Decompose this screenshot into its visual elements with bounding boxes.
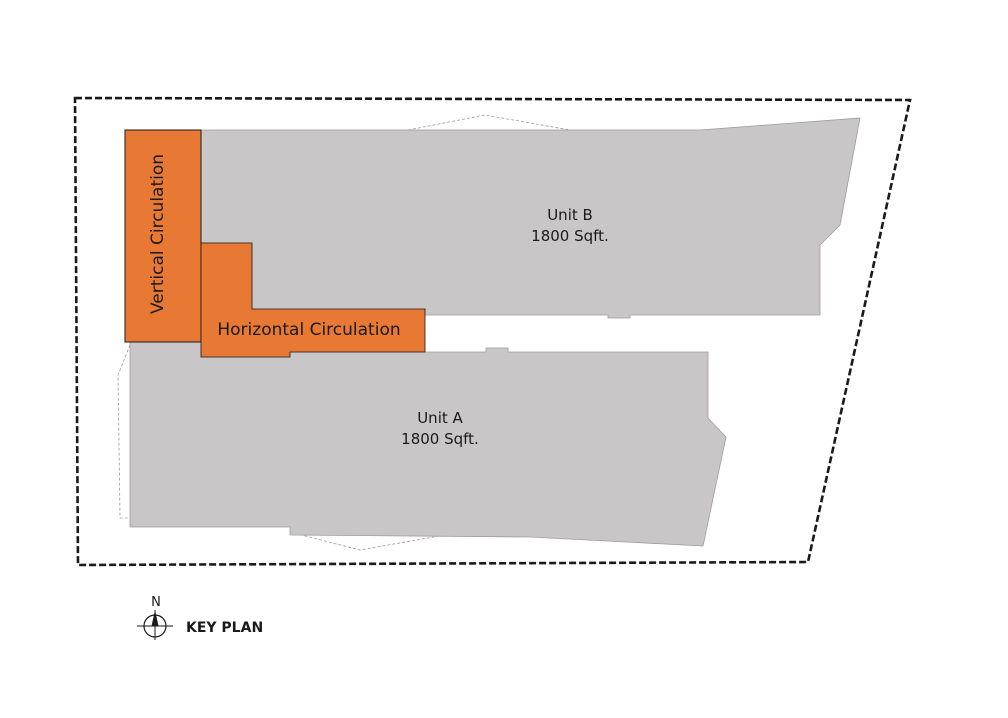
horizontal-circulation-area	[200, 242, 426, 358]
unit-b-area-label: 1800 Sqft.	[531, 227, 609, 245]
key-plan-title: KEY PLAN	[186, 620, 263, 636]
vertical-circulation-label: Vertical Circulation	[148, 154, 168, 314]
north-arrow-icon	[137, 610, 173, 640]
vertical-circulation-area	[124, 129, 202, 343]
north-label: N	[151, 595, 161, 610]
unit-b-area	[200, 117, 861, 319]
unit-b-name: Unit B	[547, 206, 593, 224]
unit-a-name: Unit A	[417, 409, 463, 427]
unit-a-area-label: 1800 Sqft.	[401, 430, 479, 448]
existing-outline-top	[407, 114, 571, 131]
site-boundary	[73, 96, 912, 567]
existing-outline-left	[117, 344, 131, 519]
horizontal-circulation-label: Horizontal Circulation	[217, 320, 400, 340]
